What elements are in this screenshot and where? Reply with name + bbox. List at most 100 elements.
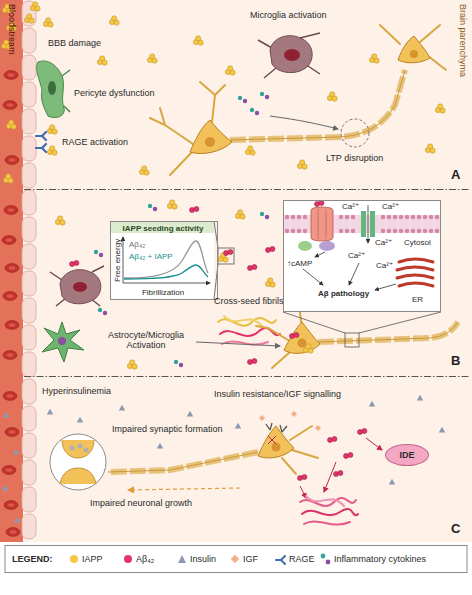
axis-label: Free energy — [113, 239, 122, 282]
cell-inset-art-part-part — [345, 215, 349, 219]
cell-inset-art-part-part — [381, 215, 385, 219]
cell-inset-art-part-part — [285, 215, 289, 219]
abeta-fibril-part — [302, 509, 358, 515]
legend-text: Inflammatory cytokines — [334, 554, 426, 564]
insulin-particle — [2, 395, 445, 523]
chart-inset-art-part — [110, 221, 214, 233]
vessel-wall-part — [22, 271, 36, 296]
chart-title: IAPP seeding activity — [111, 224, 215, 233]
process-label: Microglia activation — [250, 10, 327, 20]
synapse-zoom-part — [84, 448, 89, 453]
cytokine — [238, 92, 269, 115]
neuron-part — [258, 426, 294, 458]
neuron-part — [205, 137, 215, 147]
chart-inset-art — [110, 221, 214, 299]
cell-inset-art-part — [361, 211, 366, 237]
synapse-highlight-part — [341, 119, 369, 147]
abeta-particle-part — [248, 359, 257, 365]
ion-label: Ca²⁺ — [376, 261, 393, 270]
cytokine-part — [174, 360, 183, 367]
microglia-cell — [50, 266, 104, 306]
zoom-square — [283, 312, 441, 347]
neuron — [150, 25, 446, 175]
legend-heading: LEGEND: — [12, 554, 53, 564]
rage-swatch — [276, 556, 285, 564]
vessel-wall-part — [22, 217, 36, 242]
signal-arrow — [270, 116, 338, 129]
legend-text: IGF — [243, 554, 258, 564]
red-blood-cell-part — [5, 156, 19, 165]
microglia-cell-part — [258, 33, 320, 78]
igf-particle-part — [259, 415, 265, 421]
cell-inset-art-part-part — [303, 215, 307, 219]
iapp-particle — [1, 2, 445, 183]
insulin-particle-part — [47, 409, 53, 415]
neuron-part — [398, 36, 430, 63]
legend-swatch — [124, 555, 132, 563]
neuron-part — [108, 452, 258, 472]
iapp-particle-part — [97, 56, 107, 65]
red-blood-cell — [2, 206, 19, 360]
vessel-wall-part — [22, 406, 36, 431]
red-blood-cell-part — [2, 236, 16, 245]
red-blood-cell-part — [3, 292, 17, 301]
cell-inset-art-part-part — [381, 229, 385, 233]
organelle-label: ER — [412, 295, 423, 304]
cell-inset-art-part-part — [339, 229, 343, 233]
iapp-particle-part — [47, 125, 57, 134]
microglia-cell-part — [284, 49, 300, 61]
inset-cell: Ca²⁺Ca²⁺Ca²⁺CytosolCa²⁺↑cAMPCa²⁺ERAβ pat… — [283, 200, 441, 312]
microglia-cell-part — [60, 270, 101, 304]
insulin-particle-part — [417, 395, 423, 401]
red-blood-cell-part — [4, 71, 18, 80]
vessel-wall-part — [22, 136, 36, 161]
insulin-particle-part — [157, 443, 163, 449]
synapse-zoom-part — [70, 446, 75, 451]
neuron-part — [318, 322, 458, 342]
red-blood-cell — [3, 71, 19, 165]
cell-inset-art-part — [311, 207, 333, 241]
outcome-label: Aβ pathology — [318, 289, 369, 298]
cell-inset-art-part-part — [297, 229, 301, 233]
red-blood-cell-part — [3, 101, 17, 110]
cell-inset-art-part-part — [417, 229, 421, 233]
igf-particle — [259, 411, 321, 431]
abeta-fibril-part — [306, 496, 344, 506]
vessel-wall-part — [22, 109, 36, 134]
cell-inset-art-part — [315, 252, 325, 257]
neuron-part — [284, 322, 320, 353]
panel-letter: A — [451, 168, 460, 183]
process-label: LTP disruption — [326, 153, 383, 163]
rage-swatch-part — [276, 556, 285, 564]
insulin-particle-part — [13, 449, 19, 455]
chart-inset-art-part — [110, 221, 214, 299]
cell-inset-art-part-part — [435, 215, 439, 219]
insulin-particle-part — [2, 485, 8, 491]
process-label: Impaired synaptic formation — [112, 424, 223, 434]
enzyme-ellipse: IDE — [385, 444, 429, 466]
iapp-particle-part — [43, 18, 53, 27]
cytokine-part — [94, 250, 103, 257]
process-label: Hyperinsulinemia — [42, 386, 111, 396]
neuron-part — [268, 436, 276, 444]
vessel-wall-part — [22, 163, 36, 188]
neuron-part-part — [150, 108, 196, 146]
neuron-part — [410, 50, 418, 58]
insulin-particle-part — [439, 427, 445, 433]
signal-arrow — [196, 342, 280, 346]
insulin-particle-part — [14, 517, 20, 523]
growth-arrow-part — [128, 488, 240, 490]
growth-arrow — [128, 488, 240, 490]
vessel-wall-part — [22, 460, 36, 485]
ion-label: Ca²⁺ — [382, 202, 399, 211]
legend-text: RAGE — [289, 554, 315, 564]
vessel-wall-part — [22, 244, 36, 269]
cytokine-part — [98, 308, 107, 315]
iapp-particle-part — [24, 14, 34, 23]
red-blood-cell — [2, 392, 20, 537]
insulin-particle-part — [119, 405, 125, 411]
neuron-part-part — [256, 326, 290, 368]
cell-inset-art-part-part — [291, 215, 295, 219]
cell-inset-art-part-part — [429, 215, 433, 219]
